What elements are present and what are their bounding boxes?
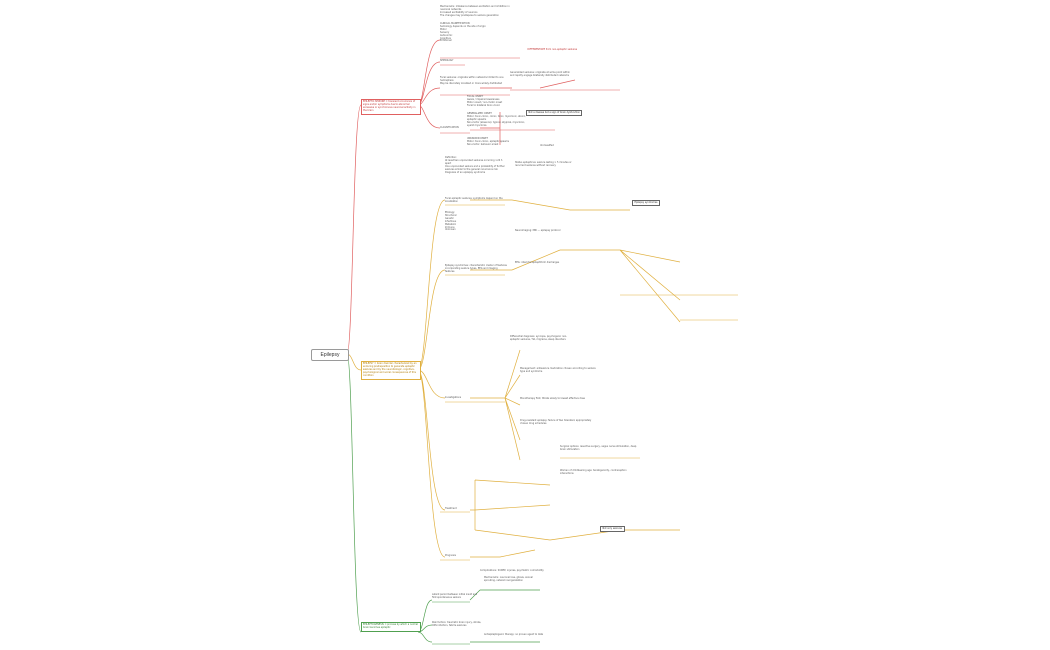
yellow-node-drug-resistant[interactable]: Drug-resistant epilepsy: failure of two … [520, 419, 592, 425]
red-branch-main-node[interactable]: EPILEPTIC SEIZURE = transient occurrence… [361, 99, 421, 115]
yellow-branch-main-node[interactable]: EPILEPSY = brain disorder characterized … [361, 361, 421, 380]
link-yellow-sub [417, 199, 446, 558]
root-node-epilepsy[interactable]: Epilepsy [311, 349, 349, 361]
yellow-node-prognosis[interactable]: Prognosis [445, 554, 456, 557]
yellow-node-management[interactable]: Management: antiseizure medication chose… [520, 367, 596, 373]
red-node-semiology[interactable]: SEMIOLOGY [440, 59, 454, 62]
red-tag-brain-dysfunction[interactable]: Not a disease but a sign of brain dysfun… [526, 110, 583, 116]
link-red-leaves [480, 79, 576, 145]
red-node-generalized-onset[interactable]: GENERALIZED ONSET Motor: tonic-clonic, c… [467, 112, 526, 127]
green-node-risk-factors[interactable]: Risk factors: traumatic brain injury, st… [432, 621, 482, 627]
link-yellow-leaves [470, 199, 681, 558]
yellow-node-differential-diagnosis[interactable]: Differential diagnosis: syncope, psychog… [510, 335, 568, 341]
green-branch-main-node[interactable]: EPILEPTOGENESIS = process by which a nor… [361, 622, 421, 632]
yellow-node-definition[interactable]: Definition: At least two unprovoked seiz… [445, 156, 505, 174]
yellow-tag-not-only-seizures[interactable]: Not only seizures [600, 526, 625, 532]
red-node-focal-seizures[interactable]: Focal seizures: originate within network… [440, 76, 504, 85]
green-node-antiepileptogenic[interactable]: Antiepileptogenic therapy: no proven age… [484, 633, 544, 636]
yellow-node-neuroimaging[interactable]: Neuroimaging: MRI — epilepsy protocol [515, 229, 561, 232]
red-tag-differentiate[interactable]: DIFFERENTIATE from non-epileptic seizure… [526, 47, 579, 52]
yellow-node-eeg[interactable]: EEG: interictal epileptiform discharges [515, 261, 560, 264]
link-root-red [346, 104, 362, 355]
red-node-unknown-onset[interactable]: UNKNOWN ONSET Motor: tonic-clonic, epile… [467, 137, 509, 146]
red-node-classification[interactable]: CLASSIFICATION [440, 126, 459, 129]
green-node-mechanisms[interactable]: Mechanisms: neuronal loss, gliosis, axon… [484, 576, 533, 582]
yellow-node-epilepsy-syndromes[interactable]: Epilepsy syndromes: characteristic clust… [445, 264, 507, 273]
green-node-latent-period[interactable]: Latent period between initial insult and… [432, 593, 478, 599]
yellow-node-treatment[interactable]: Treatment [445, 507, 457, 510]
red-node-focal-onset[interactable]: FOCAL ONSET Aware / impaired awareness M… [467, 95, 503, 107]
red-node-mechanisms[interactable]: Mechanisms: imbalance between excitation… [440, 5, 510, 17]
yellow-node-status-epilepticus[interactable]: Status epilepticus: seizure lasting > 5 … [515, 161, 572, 167]
link-green-leaves [469, 589, 540, 643]
yellow-node-complications[interactable]: Complications: SUDEP, injuries, psychiat… [480, 569, 544, 572]
link-root-green [346, 353, 362, 633]
yellow-node-monotherapy[interactable]: Monotherapy first; titrate slowly to low… [520, 397, 585, 400]
yellow-tag-epilepsy-syndromes[interactable]: Epilepsy syndromes [632, 200, 660, 206]
red-node-unclassified[interactable]: Unclassified [540, 144, 554, 147]
yellow-node-etiology[interactable]: Etiology: Structural Genetic Infectious … [445, 211, 457, 232]
yellow-node-surgical-options[interactable]: Surgical options: resective surgery, vag… [560, 445, 637, 451]
link-red-sub [417, 39, 441, 129]
yellow-node-focal-epileptic-seizures[interactable]: Focal epileptic seizures: symptoms depen… [445, 197, 503, 203]
yellow-node-women-childbearing[interactable]: Women of childbearing age: teratogenicit… [560, 469, 627, 475]
red-node-generalized-seizures[interactable]: Generalized seizures: originate at some … [510, 71, 570, 77]
red-node-clinical-manifestation[interactable]: CLINICAL MANIFESTATION Semiology depends… [440, 22, 486, 43]
yellow-node-investigations[interactable]: Investigations [445, 396, 462, 399]
